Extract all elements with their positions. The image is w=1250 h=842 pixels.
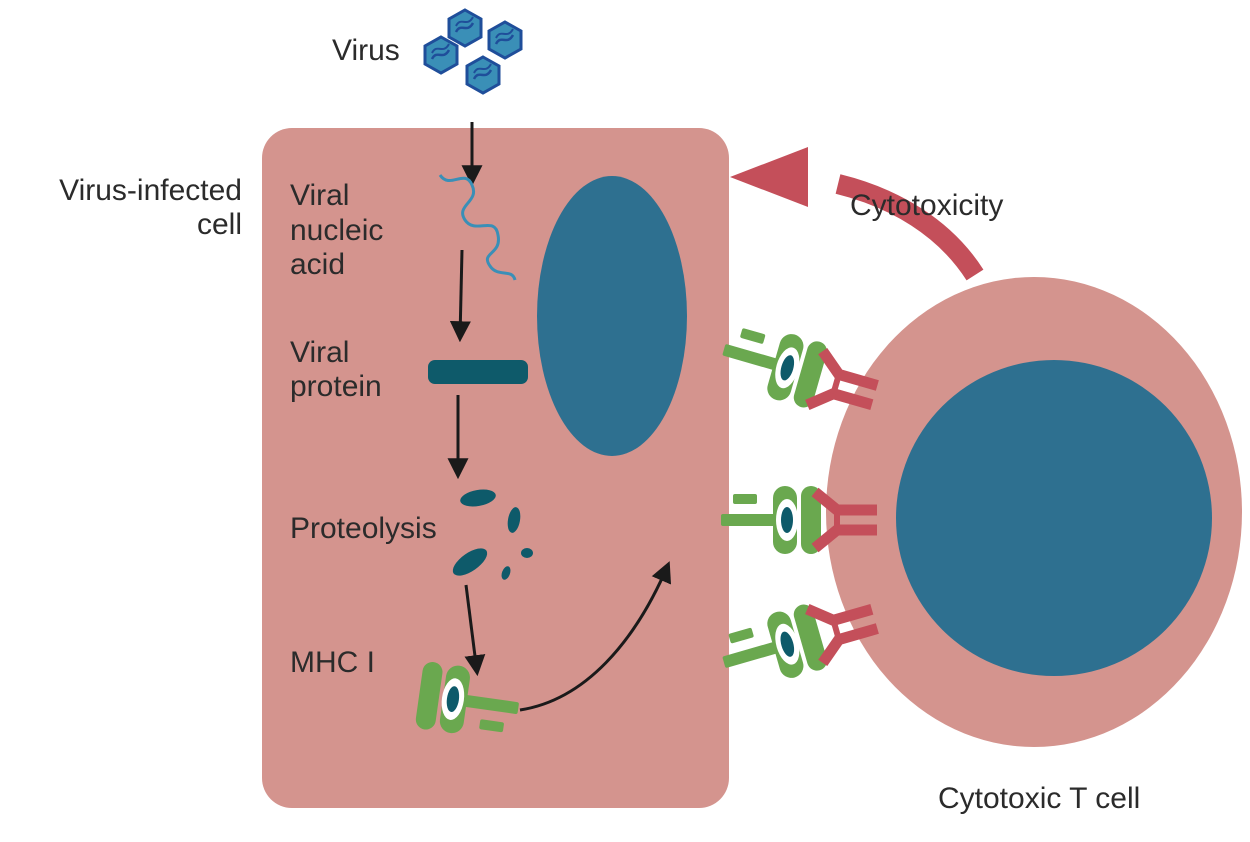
virus-particle-icon	[423, 35, 459, 75]
t-cell-label: Cytotoxic T cell	[938, 782, 1140, 815]
protein-fragments-icon	[452, 489, 533, 580]
viral-nucleic-acid-label-line3: acid	[290, 248, 345, 281]
infected-cell-label-line2: cell	[197, 208, 242, 241]
arrow-nucleic-acid-to-protein	[449, 249, 471, 343]
arrow-proteolysis-to-mhc	[464, 584, 486, 677]
proteolysis-label: Proteolysis	[290, 512, 437, 545]
virus-label: Virus	[332, 34, 400, 67]
cytotoxicity-arrow-head	[730, 147, 808, 207]
viral-nucleic-acid-icon	[438, 173, 517, 281]
viral-nucleic-acid-label-line2: nucleic	[290, 214, 383, 247]
viral-protein-label-line1: Viral	[290, 336, 349, 369]
mhc-label: MHC I	[290, 646, 375, 679]
cytotoxicity-arrow-shaft	[835, 174, 984, 281]
viral-protein-icon	[428, 360, 528, 384]
infected-cell-nucleus	[537, 176, 687, 456]
cytotoxicity-label: Cytotoxicity	[850, 189, 1003, 222]
virus-particle-icon	[465, 55, 501, 95]
viral-nucleic-acid-label-line1: Viral	[290, 179, 349, 212]
mhc-class-i-icon	[721, 486, 821, 554]
viral-protein-label-line2: protein	[290, 370, 382, 403]
virus-particle-icon	[447, 8, 483, 48]
virus-particle-icon	[487, 20, 523, 60]
t-cell-nucleus	[896, 360, 1212, 676]
virus-particles	[423, 8, 523, 95]
infected-cell-label-line1: Virus-infected	[59, 174, 242, 207]
arrow-mhc-to-surface	[519, 561, 672, 712]
mhc-class-i-icon	[714, 316, 830, 410]
